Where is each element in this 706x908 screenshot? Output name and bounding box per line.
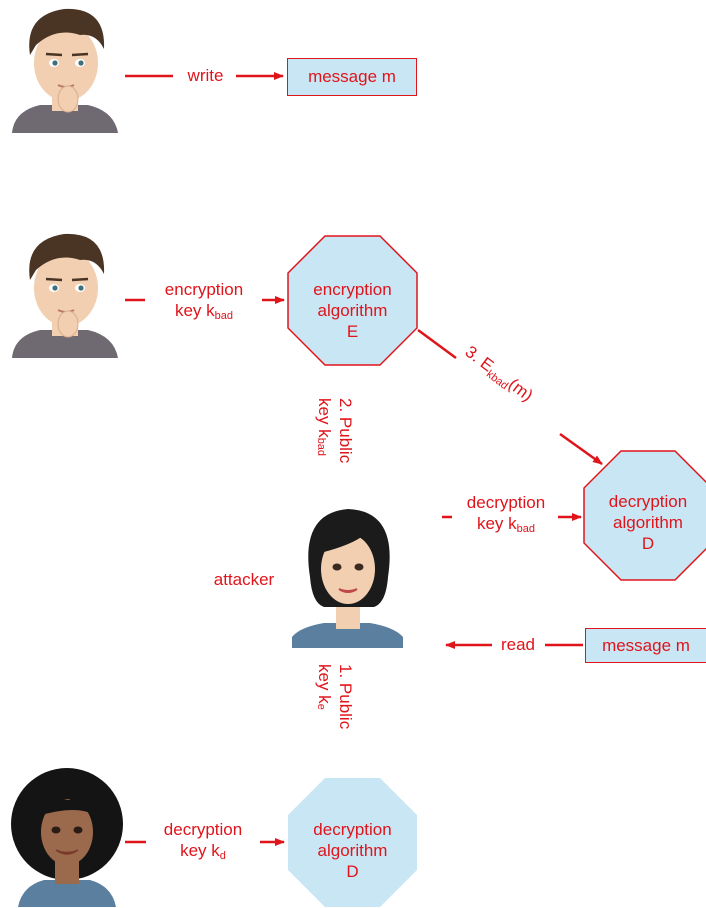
- attacker-label: attacker: [213, 570, 275, 589]
- receiver-decryption-algorithm-label: decryption algorithm D: [287, 819, 418, 882]
- receiver-algo-line2: algorithm: [317, 841, 388, 860]
- transmission-arrow-tail: [417, 328, 457, 360]
- encryption-key-line1: encryption: [164, 280, 244, 299]
- message-box-attacker: message m: [585, 628, 706, 663]
- message-box-sender-text: message m: [308, 67, 396, 86]
- woman-attacker-avatar-icon: [292, 509, 403, 648]
- attacker-decryption-algorithm-label: decryption algorithm D: [583, 491, 706, 554]
- public-key-1-line2: key ke: [315, 664, 334, 710]
- public-key-2-label: 2. Public key kbad: [310, 398, 356, 482]
- receiver-key-subscript: d: [219, 850, 226, 862]
- svg-text:3. Ekbad(m): 3. Ekbad(m): [460, 342, 537, 407]
- transmission-suffix: (m): [505, 375, 537, 406]
- encryption-key-subscript: bad: [214, 310, 234, 322]
- attacker-key-subscript: bad: [516, 523, 536, 535]
- man-avatar-icon: [12, 233, 118, 358]
- man-avatar-icon: [12, 8, 118, 133]
- encryption-algo-line2: algorithm: [317, 301, 388, 320]
- encryption-algorithm-octagon: [287, 235, 418, 366]
- attacker-decryption-algorithm-octagon: [583, 450, 706, 581]
- attacker-key-line2: key kbad: [476, 514, 536, 535]
- attacker-algo-line1: decryption: [608, 492, 688, 511]
- message-box-attacker-text: message m: [602, 635, 690, 655]
- attacker-algo-line2: algorithm: [613, 513, 683, 532]
- encryption-algo-line3: E: [346, 322, 359, 341]
- read-label: read: [500, 635, 536, 654]
- receiver-decryption-algorithm-octagon: [288, 778, 417, 907]
- public-key-2-line1: 2. Public: [336, 398, 355, 464]
- public-key-1-subscript: e: [315, 703, 327, 710]
- public-key-1-label: 1. Public key ke: [310, 664, 356, 748]
- receiver-decryption-key-label: decryption key kd: [146, 819, 260, 867]
- receiver-key-line1: decryption: [163, 820, 243, 839]
- attacker-decryption-key-label: decryption key kbad: [452, 492, 560, 540]
- receiver-key-line2: key kd: [180, 841, 226, 862]
- woman-receiver-avatar-icon: [11, 768, 123, 907]
- attacker-algo-line3: D: [641, 534, 655, 553]
- message-box-sender: message m: [287, 58, 417, 96]
- receiver-algo-line1: decryption: [313, 820, 392, 839]
- public-key-2-line2: key kbad: [315, 398, 334, 457]
- write-label: write: [187, 66, 224, 85]
- encryption-algorithm-label: encryption algorithm E: [287, 279, 418, 342]
- receiver-algo-line3: D: [346, 862, 359, 881]
- public-key-1-line1: 1. Public: [336, 664, 355, 730]
- encryption-key-label: encryption key kbad: [145, 279, 263, 327]
- encryption-key-line2: key kbad: [174, 301, 234, 322]
- attacker-key-line1: decryption: [466, 493, 546, 512]
- transmission-label: 3. Ekbad(m): [460, 342, 537, 407]
- encryption-algo-line1: encryption: [313, 280, 392, 299]
- transmission-arrow-head: [559, 432, 603, 466]
- public-key-2-subscript: bad: [315, 437, 327, 457]
